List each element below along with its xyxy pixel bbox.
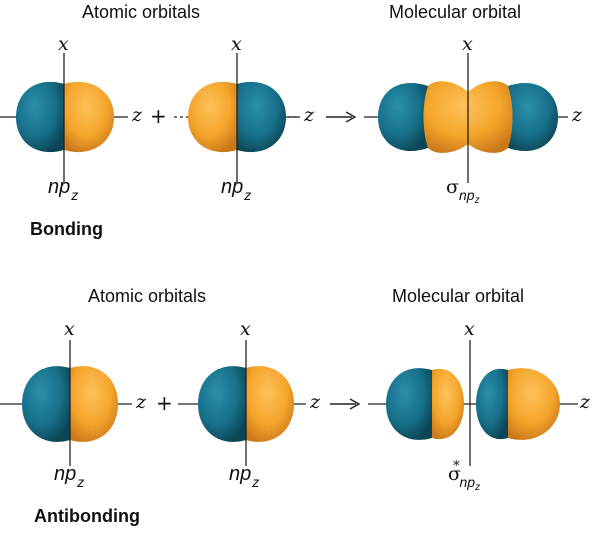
teal-lobe [198, 366, 246, 442]
teal-lobe-outer-left [386, 368, 432, 440]
bonding-ao1-z-axis-label: z [132, 104, 143, 126]
bonding-ao1-x-axis-label: x [58, 33, 69, 55]
antibonding-ao1-x-axis-label: x [64, 318, 75, 340]
antibonding-ao2-label: npz [229, 463, 260, 490]
antibonding-ao1-z-axis-label: z [136, 391, 147, 413]
bonding-molecular-heading: Molecular orbital [389, 2, 522, 22]
bonding-section-label: Bonding [30, 219, 103, 239]
teal-lobe [16, 81, 64, 153]
teal-lobe-left [378, 82, 428, 152]
orange-lobe [246, 366, 294, 442]
antibonding-ao-1 [0, 340, 132, 466]
bonding-plus-sign: + [150, 104, 167, 128]
bonding-mo-x-axis-label: x [462, 33, 473, 55]
teal-lobe [22, 366, 70, 442]
antibonding-section-label: Antibonding [34, 506, 140, 526]
antibonding-ao2-z-axis-label: z [310, 391, 321, 413]
bonding-ao-1 [0, 53, 128, 183]
antibonding-atomic-heading: Atomic orbitals [88, 286, 207, 306]
antibonding-arrow [330, 398, 361, 410]
bonding-ao2-z-axis-label: z [304, 104, 315, 126]
bonding-arrow [326, 111, 357, 123]
teal-lobe [237, 81, 286, 153]
antibonding-molecular-heading: Molecular orbital [392, 286, 525, 306]
teal-lobe-right [508, 82, 558, 152]
orange-lobe-outer-right [508, 368, 560, 440]
orange-lobe [64, 81, 114, 153]
antibonding-mo-x-axis-label: x [464, 318, 475, 340]
antibonding-ao1-label: npz [54, 463, 85, 490]
antibonding-mo-z-axis-label: z [580, 391, 591, 413]
teal-lobe-inner-right [476, 368, 508, 440]
antibonding-plus-sign: + [156, 391, 173, 415]
bonding-ao2-label: npz [221, 176, 252, 203]
bonding-ao-2 [174, 53, 300, 183]
orange-lobe [188, 81, 237, 153]
bonding-ao2-x-axis-label: x [231, 33, 242, 55]
bonding-mo [364, 53, 568, 183]
antibonding-ao2-x-axis-label: x [240, 318, 251, 340]
bonding-atomic-heading: Atomic orbitals [82, 2, 201, 22]
antibonding-mo-label: σ*npz [448, 459, 481, 493]
bonding-mo-label: σnpz [446, 176, 480, 206]
bonding-mo-z-axis-label: z [572, 104, 583, 126]
orange-lobe [70, 366, 118, 442]
antibonding-mo [368, 340, 578, 466]
bonding-ao1-label: npz [48, 176, 79, 203]
antibonding-ao-2 [178, 340, 306, 466]
orange-lobe-inner-left [432, 368, 464, 440]
